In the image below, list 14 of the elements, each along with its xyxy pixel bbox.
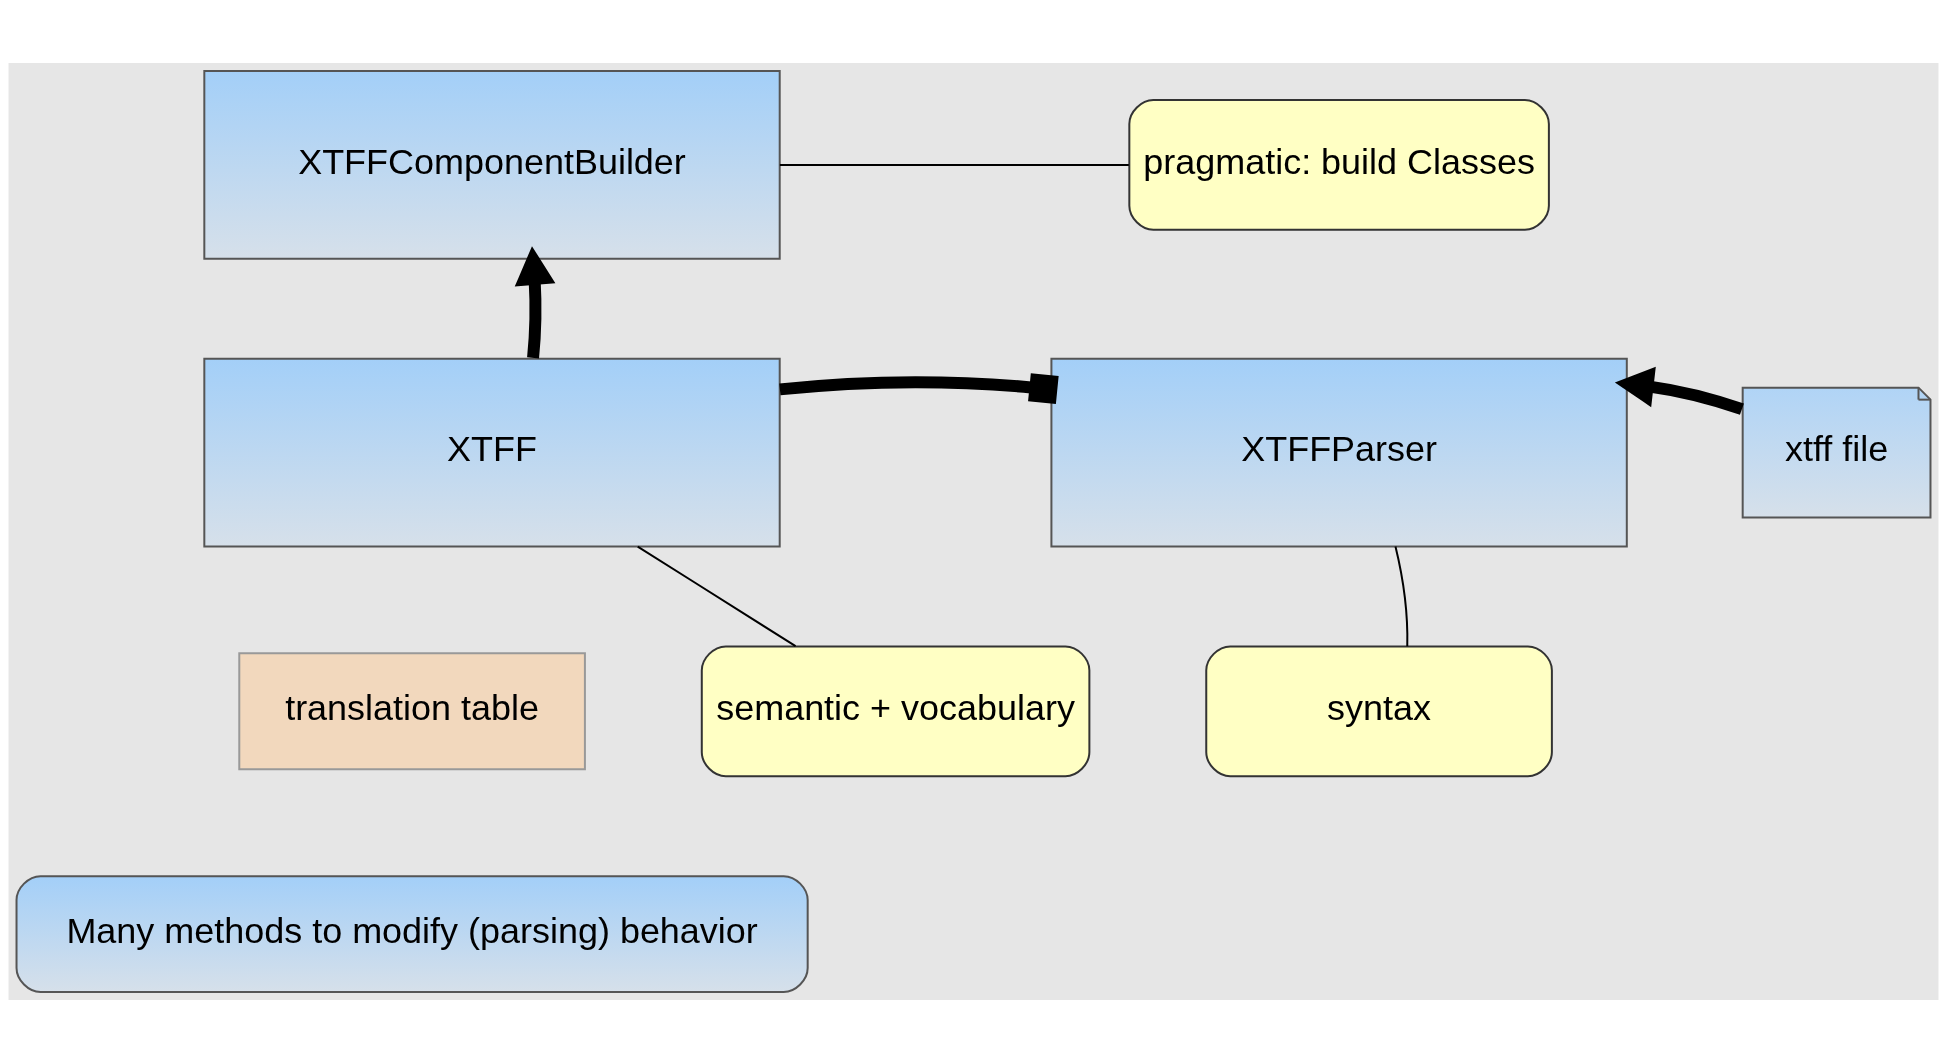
connector — [636, 545, 797, 648]
node-box: XTFF — [203, 357, 781, 548]
node-box: XTFFComponentBuilder — [203, 70, 781, 260]
connector — [1394, 545, 1409, 648]
node-box: XTFFParser — [1050, 357, 1628, 548]
node-box: semantic + vocabulary — [700, 645, 1091, 778]
arrow — [514, 246, 556, 359]
connector — [778, 163, 1130, 166]
node-box: pragmatic: build Classes — [1128, 98, 1550, 231]
node-box: translation table — [238, 652, 586, 771]
node-box: syntax — [1205, 645, 1553, 778]
arrow — [1614, 366, 1744, 415]
connector — [779, 373, 1059, 404]
node-box: Many methods to modify (parsing) behavior — [15, 875, 809, 993]
